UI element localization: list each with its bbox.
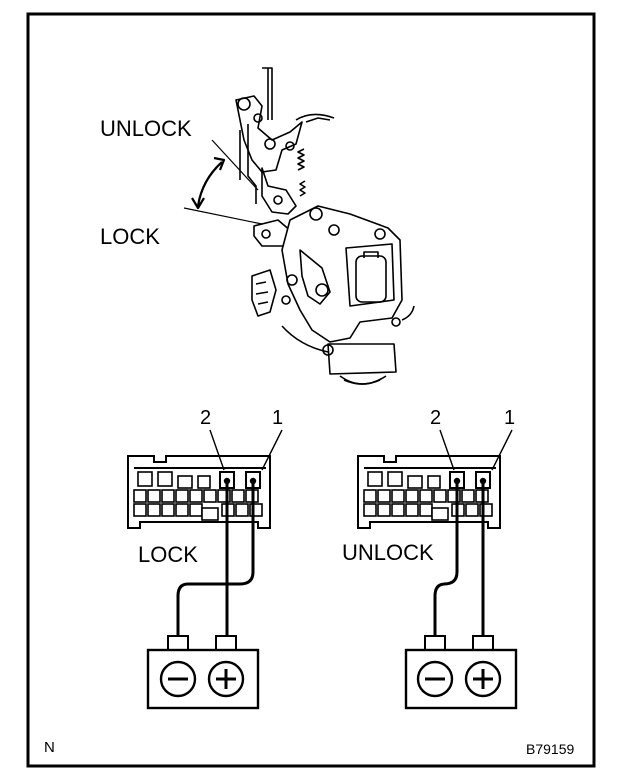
unlock-label: UNLOCK <box>100 116 192 141</box>
figure-frame <box>26 12 596 768</box>
pin-1-label: 1 <box>272 407 283 429</box>
pin-2-label: 2 <box>200 407 211 429</box>
lock-label: LOCK <box>100 224 160 249</box>
battery-lock <box>146 635 260 710</box>
unlock-caption: UNLOCK <box>342 540 434 565</box>
lead-wires <box>176 481 255 640</box>
connector-lock <box>127 429 283 640</box>
connector-unlock <box>357 429 513 640</box>
door-lock-actuator <box>183 67 415 385</box>
pin-1-label: 1 <box>504 407 515 429</box>
battery-unlock <box>404 635 518 710</box>
pin-2-label: 2 <box>430 407 441 429</box>
lock-caption: LOCK <box>138 542 198 567</box>
corner-mark: N <box>44 739 55 756</box>
lead-wires <box>433 481 485 640</box>
figure-code: B79159 <box>526 741 574 757</box>
